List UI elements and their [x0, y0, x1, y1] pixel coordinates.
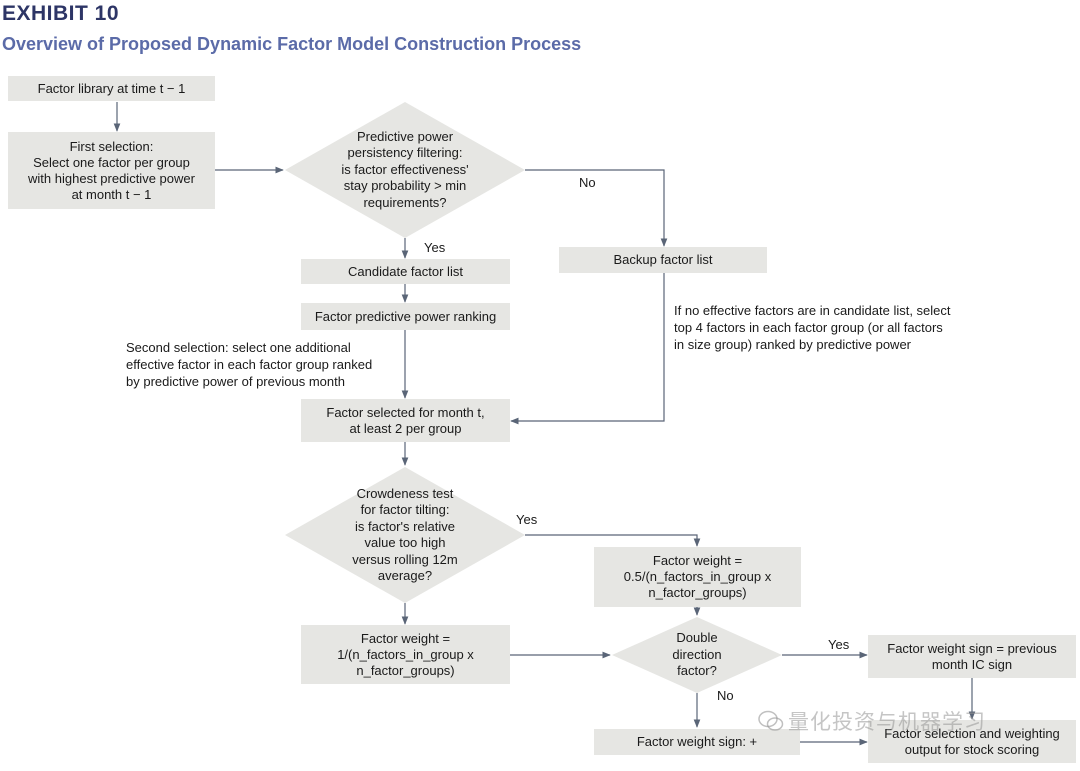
watermark: 量化投资与机器学习	[758, 706, 986, 736]
sign-previous-label: Factor weight sign = previous month IC s…	[887, 640, 1057, 672]
watermark-text: 量化投资与机器学习	[788, 711, 986, 734]
first-selection-box: First selection: Select one factor per g…	[8, 132, 215, 209]
second-selection-note: Second selection: select one additional …	[126, 340, 373, 389]
double-direction-label: Double direction factor?	[672, 630, 722, 679]
sign-previous-box: Factor weight sign = previous month IC s…	[868, 635, 1076, 678]
predictive-filter-diamond	[285, 102, 525, 238]
factor-selected-box: Factor selected for month t, at least 2 …	[301, 399, 510, 442]
crowdedness-label: Crowdeness test for factor tilting: is f…	[352, 485, 458, 584]
sign-plus-box: Factor weight sign: +	[594, 729, 800, 755]
crowdedness-diamond	[285, 467, 525, 603]
weight-half-box: Factor weight = 0.5/(n_factors_in_group …	[594, 547, 801, 607]
backup-list-box: Backup factor list	[559, 247, 767, 273]
edge-label-crowd-yes: Yes	[516, 512, 538, 527]
factor-selected-label: Factor selected for month t, at least 2 …	[326, 404, 485, 436]
predictive-filter-text: Predictive power persistency filtering: …	[305, 102, 505, 238]
final-output-box: Factor selection and weighting output fo…	[868, 720, 1076, 763]
edge-backup-to-selected	[510, 273, 665, 425]
ranking-box: Factor predictive power ranking	[301, 303, 510, 330]
weight-full-label: Factor weight = 1/(n_factors_in_group x …	[337, 630, 474, 678]
wechat-icon	[758, 710, 784, 731]
double-direction-text: Double direction factor?	[642, 617, 752, 693]
weight-half-label: Factor weight = 0.5/(n_factors_in_group …	[623, 553, 772, 600]
ranking-label: Factor predictive power ranking	[314, 308, 497, 324]
diagram-title: Overview of Proposed Dynamic Factor Mode…	[2, 34, 582, 54]
crowdedness-text: Crowdeness test for factor tilting: is f…	[320, 467, 490, 603]
predictive-filter-label: Predictive power persistency filtering: …	[341, 128, 469, 210]
edge-label-double-yes: Yes	[828, 637, 850, 652]
candidate-list-box: Candidate factor list	[301, 259, 510, 284]
backup-list-label: Backup factor list	[613, 252, 713, 267]
factor-library-label: Factor library at time t − 1	[37, 80, 186, 96]
backup-rule-note: If no effective factors are in candidate…	[674, 303, 951, 352]
edge-label-double-no: No	[717, 688, 734, 703]
edge-filter-no	[525, 169, 668, 247]
first-selection-label: First selection: Select one factor per g…	[28, 138, 195, 202]
edge-label-filter-no: No	[579, 175, 596, 190]
exhibit-label: EXHIBIT 10	[2, 2, 120, 25]
double-direction-diamond	[612, 617, 782, 693]
sign-plus-label: Factor weight sign: +	[636, 734, 758, 749]
final-output-label: Factor selection and weighting output fo…	[884, 725, 1060, 757]
edge-label-filter-yes: Yes	[424, 240, 446, 255]
factor-library-box: Factor library at time t − 1	[8, 76, 215, 101]
edge-crowd-yes	[525, 534, 701, 547]
weight-full-box: Factor weight = 1/(n_factors_in_group x …	[301, 625, 510, 684]
candidate-list-label: Candidate factor list	[348, 263, 463, 279]
